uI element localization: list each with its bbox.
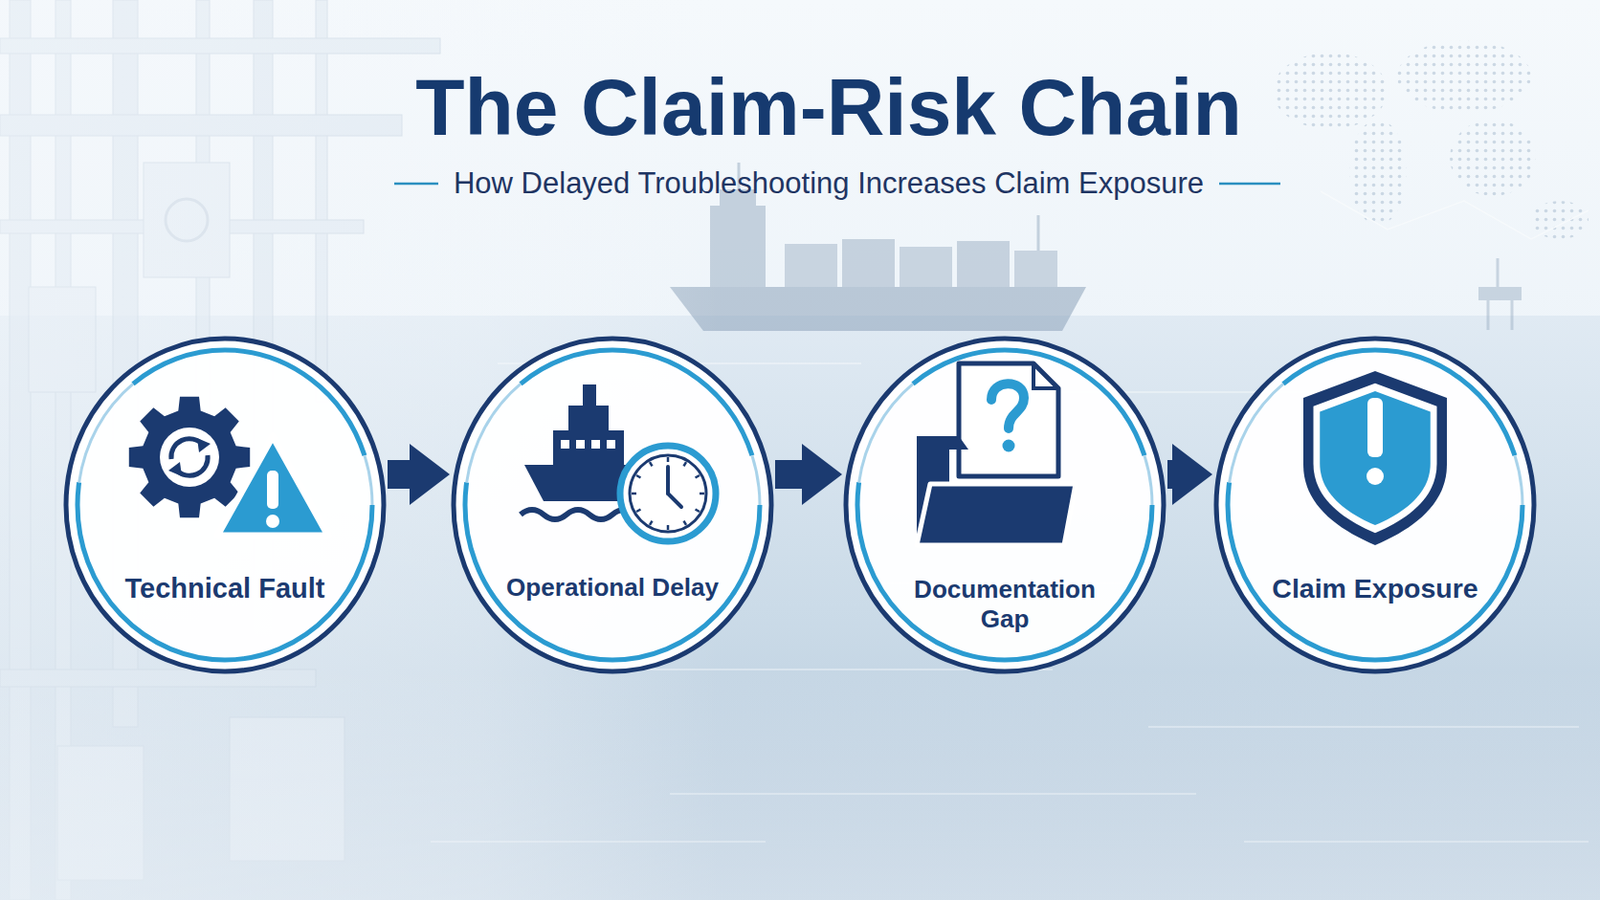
process-circle: Operational Delay bbox=[449, 334, 776, 676]
circle-fill bbox=[1216, 338, 1534, 672]
document-icon bbox=[958, 363, 1059, 477]
node-icon bbox=[1303, 371, 1447, 546]
inner-ring bbox=[465, 350, 760, 661]
subtitle: How Delayed Troubleshooting Increases Cl… bbox=[453, 167, 1204, 200]
node-label: Claim Exposure bbox=[1245, 572, 1505, 605]
ship-window bbox=[576, 440, 585, 449]
clock-tick bbox=[699, 492, 705, 496]
flow-arrow bbox=[387, 460, 410, 489]
circle-fill bbox=[453, 338, 772, 672]
question-dot bbox=[1002, 440, 1016, 453]
gear-icon bbox=[129, 397, 250, 518]
clock-tick bbox=[649, 462, 653, 467]
triangle bbox=[217, 436, 329, 536]
exclamation-bar bbox=[266, 470, 279, 510]
question-mark bbox=[991, 383, 1024, 429]
shield-gap bbox=[1313, 383, 1438, 534]
warning-triangle bbox=[217, 436, 329, 536]
document bbox=[958, 363, 1059, 477]
node-label-text: Claim Exposure bbox=[1271, 573, 1478, 604]
clock-tick bbox=[695, 475, 700, 479]
clock-tick bbox=[695, 510, 700, 513]
node-label: Documentation Gap bbox=[902, 575, 1109, 636]
clock-hand bbox=[667, 493, 682, 508]
node-label: Operational Delay bbox=[478, 573, 747, 603]
circle-fill bbox=[66, 338, 384, 672]
process-circle: Documentation Gap bbox=[842, 334, 1168, 676]
circle-fill bbox=[845, 338, 1164, 672]
flow-arrow bbox=[1167, 460, 1173, 489]
subtitle-rule bbox=[1219, 182, 1281, 186]
clock-tick bbox=[636, 475, 641, 479]
inner-ring bbox=[1227, 350, 1523, 661]
ship-window bbox=[560, 440, 570, 449]
ship-bridge bbox=[568, 405, 609, 431]
node-icon bbox=[520, 384, 716, 542]
subtitle-row: How Delayed Troubleshooting Increases Cl… bbox=[28, 167, 1600, 200]
wave bbox=[520, 510, 636, 520]
inner-ring bbox=[857, 350, 1153, 661]
node-label-text: Operational Delay bbox=[506, 573, 719, 602]
cycle-arrow-head bbox=[197, 438, 211, 453]
inner-ring bbox=[77, 350, 373, 661]
clock-hand bbox=[666, 466, 670, 494]
shield-inner bbox=[1319, 391, 1431, 526]
ship-window bbox=[591, 440, 600, 449]
clock-tick bbox=[631, 492, 637, 496]
folder-front bbox=[916, 484, 1076, 546]
circle-outline bbox=[449, 334, 776, 676]
circle-outline bbox=[1212, 334, 1538, 676]
exclamation-dot bbox=[266, 514, 280, 529]
clock-tick bbox=[666, 525, 670, 531]
inner-ring bbox=[857, 350, 1153, 661]
fog-overlay bbox=[0, 669, 1600, 900]
exclamation-bar bbox=[1367, 398, 1383, 458]
exclamation-dot bbox=[1366, 467, 1384, 486]
clock-rim bbox=[629, 455, 707, 533]
clock-tick bbox=[666, 457, 670, 463]
clock-icon bbox=[620, 445, 716, 542]
clock-face bbox=[620, 445, 716, 542]
node-label-text: Documentation Gap bbox=[913, 575, 1096, 634]
circle-outline bbox=[62, 334, 388, 676]
flow-arrow bbox=[775, 460, 802, 489]
node-label: Technical Fault bbox=[95, 572, 355, 606]
clock-tick bbox=[684, 521, 688, 526]
folder-icon bbox=[916, 436, 1076, 546]
clock-tick bbox=[636, 510, 641, 513]
process-circle: Claim Exposure bbox=[1212, 334, 1538, 676]
subtitle-rule bbox=[394, 182, 439, 186]
clock-tick bbox=[684, 462, 688, 467]
inner-ring bbox=[465, 350, 760, 661]
node-icon bbox=[129, 397, 329, 536]
inner-ring bbox=[1227, 350, 1523, 661]
diagram-title: The Claim-Risk Chain bbox=[28, 66, 1600, 148]
gear-teeth bbox=[129, 397, 250, 518]
node-icon bbox=[916, 363, 1076, 546]
ship-window bbox=[606, 440, 616, 449]
ship-deck bbox=[553, 430, 624, 466]
shield-icon bbox=[1303, 371, 1447, 546]
document-fold bbox=[1033, 363, 1059, 389]
shield-outer bbox=[1303, 371, 1447, 546]
process-circle: Technical Fault bbox=[62, 334, 388, 676]
gear-hub bbox=[159, 427, 220, 488]
inner-ring bbox=[77, 350, 373, 661]
node-label-text: Technical Fault bbox=[125, 573, 326, 604]
cycle-arrow-head bbox=[168, 462, 182, 477]
clock-tick bbox=[649, 521, 653, 526]
ship-funnel bbox=[582, 384, 597, 406]
